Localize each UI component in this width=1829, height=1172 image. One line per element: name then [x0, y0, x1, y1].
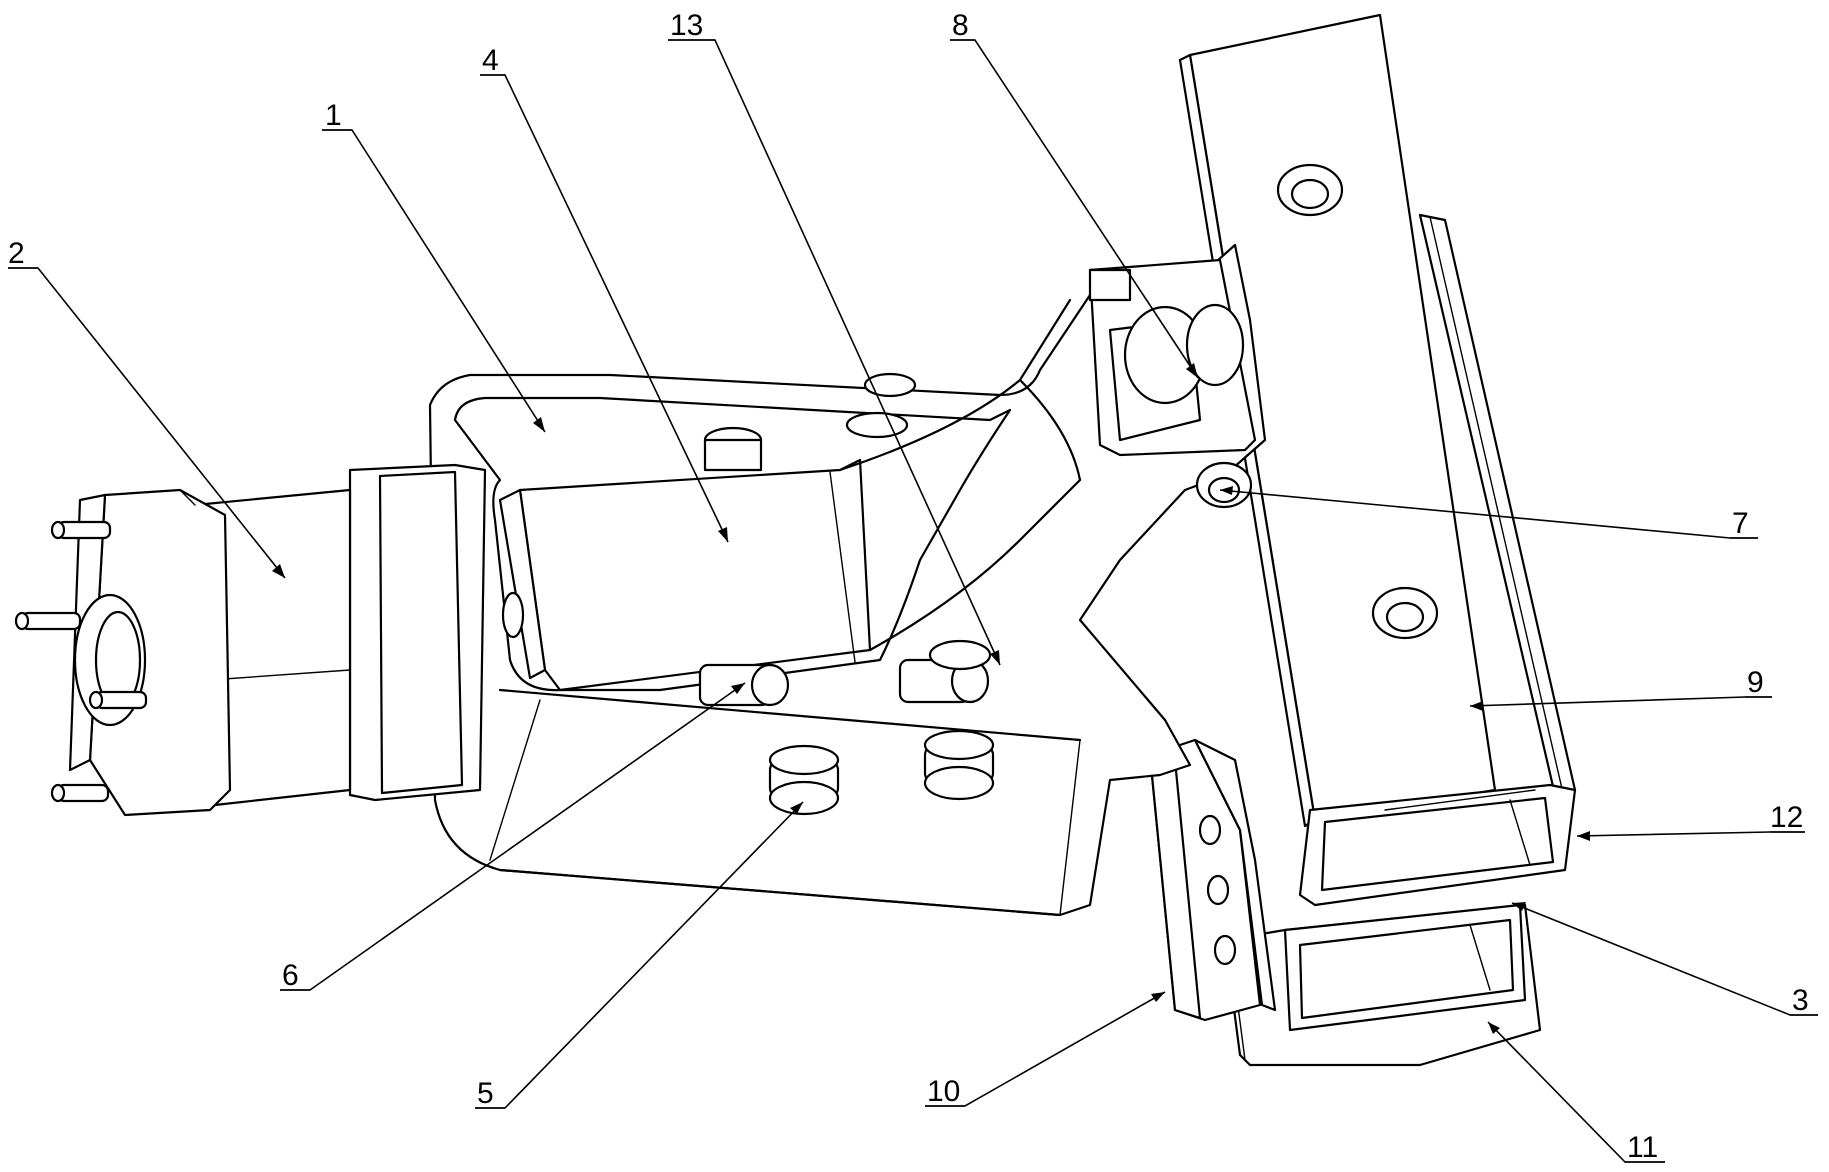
label-7: 7 — [1732, 507, 1749, 540]
label-9: 9 — [1747, 666, 1764, 699]
label-3: 3 — [1792, 984, 1809, 1017]
label-2: 2 — [8, 237, 25, 270]
part-labels: 2 1 4 13 8 7 9 12 3 11 10 5 6 — [8, 9, 1818, 1164]
label-5: 5 — [477, 1077, 494, 1110]
label-12: 12 — [1770, 801, 1803, 834]
label-10: 10 — [927, 1075, 960, 1108]
hinge-assembly — [1088, 258, 1257, 509]
side-bracket-plate — [1148, 738, 1277, 1022]
label-6: 6 — [282, 959, 299, 992]
label-8: 8 — [952, 9, 969, 42]
label-1: 1 — [325, 99, 342, 132]
main-arm-housing — [428, 243, 1267, 917]
label-4: 4 — [482, 44, 499, 77]
lower-square-tube — [1223, 903, 1542, 1067]
label-13: 13 — [670, 9, 703, 42]
label-11: 11 — [1627, 1131, 1658, 1164]
drive-cylinder — [14, 463, 487, 817]
